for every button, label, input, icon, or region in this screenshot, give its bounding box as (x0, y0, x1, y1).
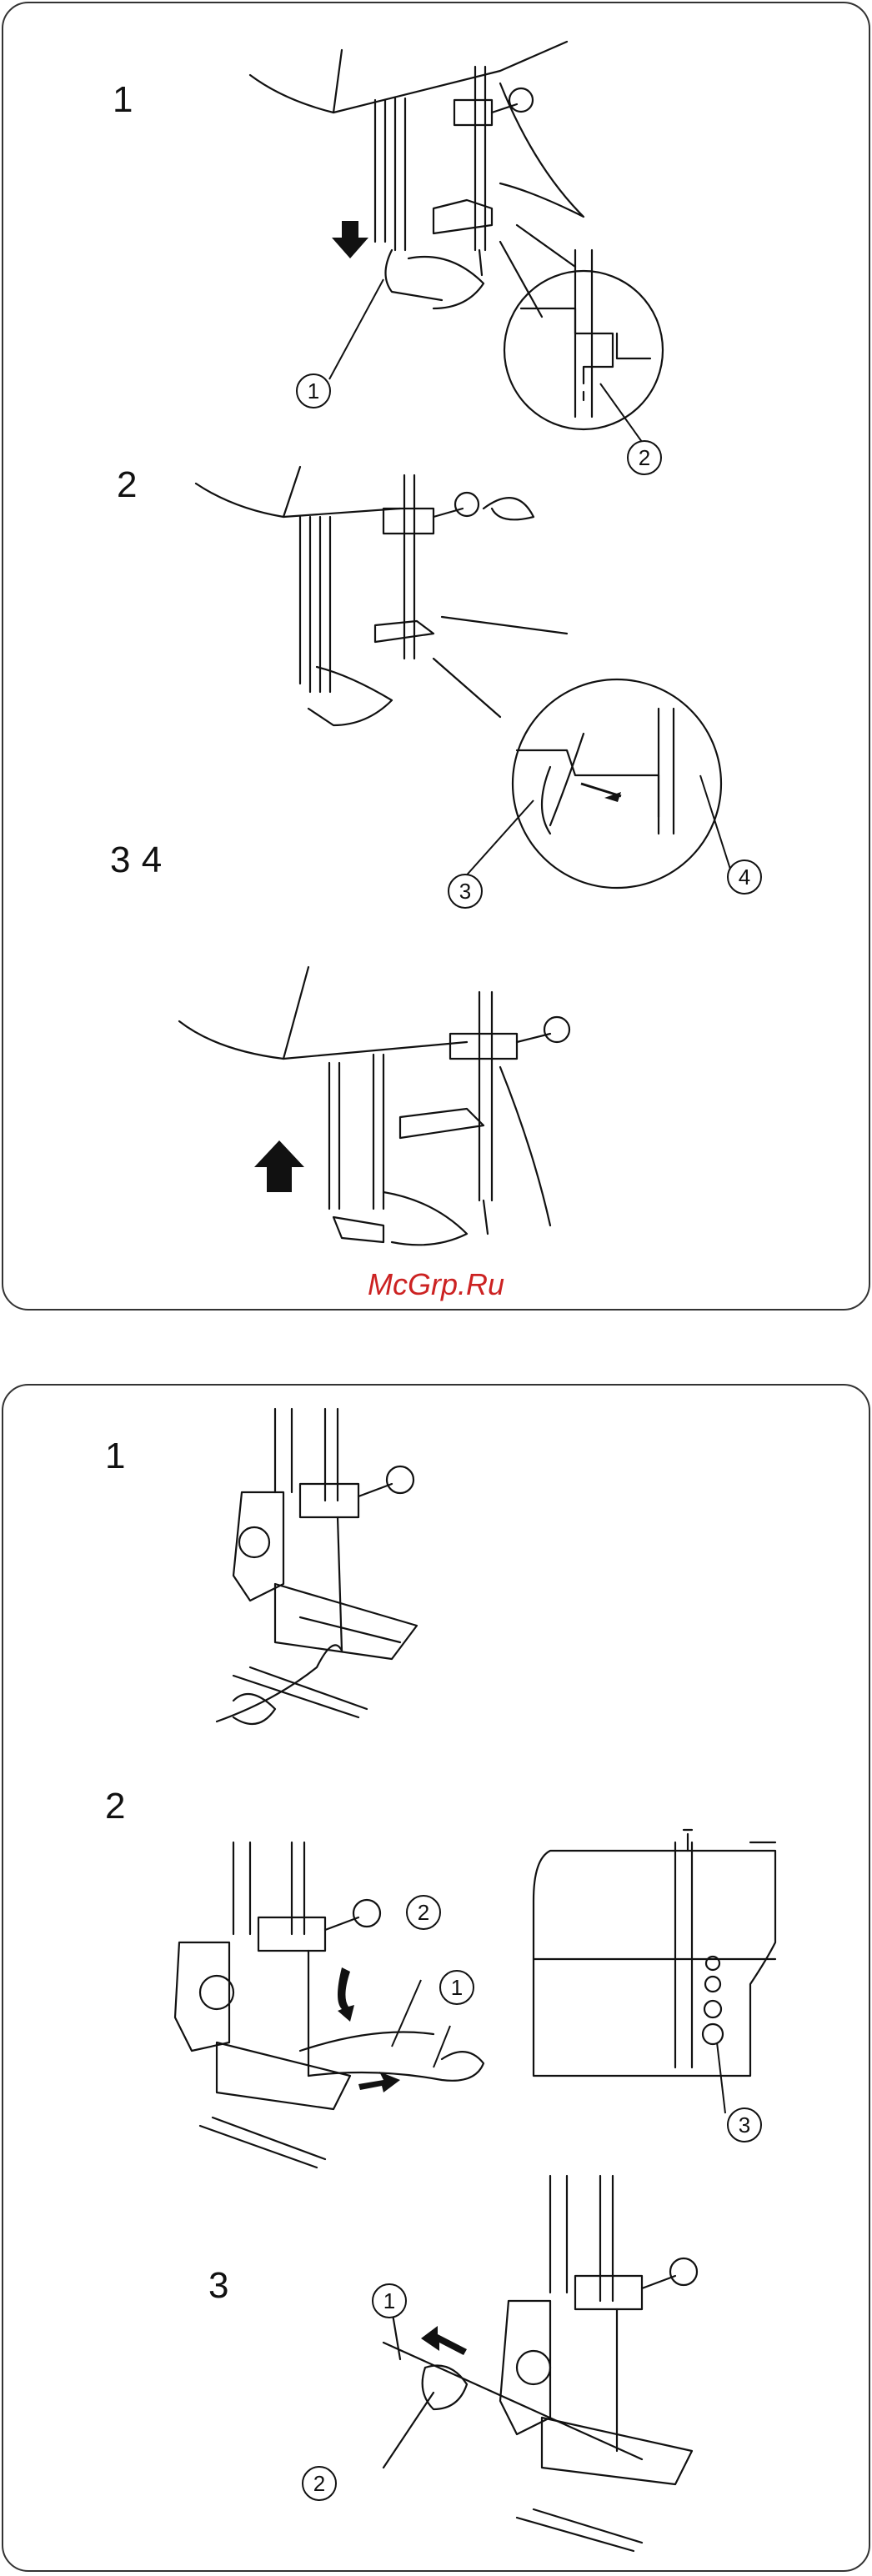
callout-1: 1 (296, 373, 331, 408)
bottom-callout-1: 1 (439, 1970, 474, 2005)
watermark-text: McGrp.Ru (0, 1267, 872, 1302)
callout-4: 4 (727, 860, 762, 895)
illustration-threader-lower (0, 0, 872, 500)
illustration-presser-foot-3 (0, 2168, 872, 2551)
callout-3: 3 (448, 874, 483, 909)
illustration-threader-raise (0, 917, 872, 1267)
illustration-threader-hook (0, 434, 872, 900)
illustration-presser-foot-1 (0, 1401, 872, 1767)
illustration-presser-foot-2 (0, 1792, 872, 2142)
step-34-label: 3 4 (110, 842, 163, 879)
bottom-step3-callout-2: 2 (302, 2466, 337, 2501)
bottom-step3-callout-1: 1 (372, 2283, 407, 2318)
bottom-callout-2: 2 (406, 1895, 441, 1930)
bottom-callout-3: 3 (727, 2107, 762, 2142)
